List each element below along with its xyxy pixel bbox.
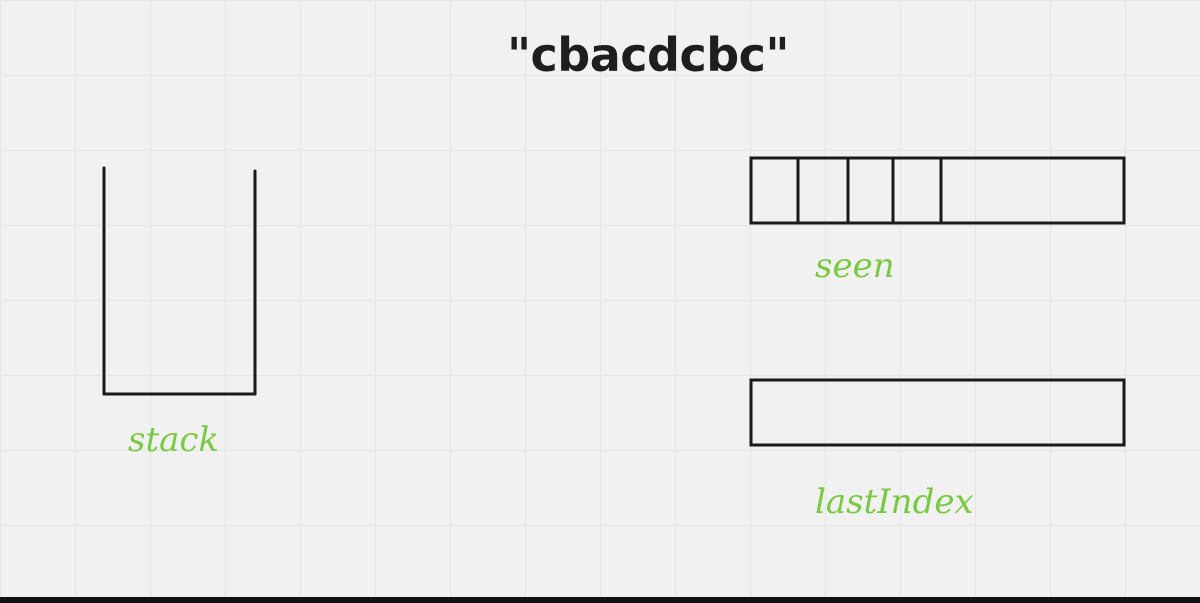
stack-label: stack — [128, 420, 220, 460]
seen-array-outline — [749, 156, 1126, 225]
last-index-label: lastIndex — [815, 482, 974, 522]
last-index-array-outline — [749, 378, 1126, 447]
stack-container — [102, 166, 257, 396]
last-index-array — [749, 378, 1126, 447]
seen-label: seen — [815, 246, 895, 286]
diagram-title: "cbacdcbc" — [507, 28, 789, 82]
seen-array — [749, 156, 1126, 225]
bottom-border — [0, 597, 1200, 603]
